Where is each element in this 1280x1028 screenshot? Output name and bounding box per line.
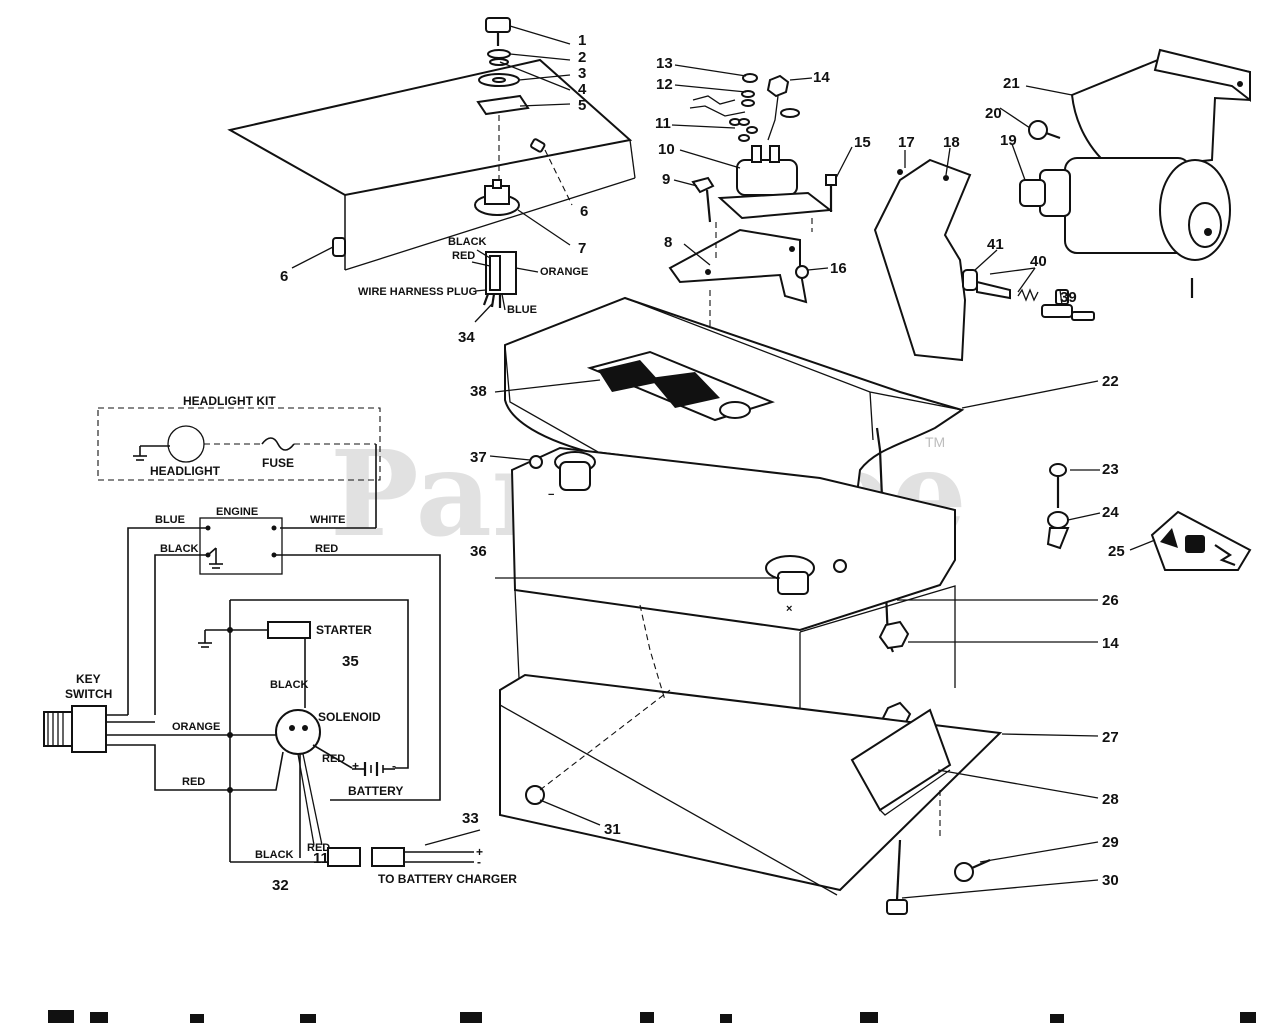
solenoid-label: SOLENOID [318,710,381,724]
fuse-icon [261,437,295,451]
callout-22: 22 [1102,373,1119,390]
callout-29: 29 [1102,834,1119,851]
callout-19: 19 [1000,132,1017,149]
callout-14-top: 14 [813,69,830,86]
cable-accessories [1046,463,1070,550]
watermark-tm: TM [925,434,945,450]
callout-numbers: 1 2 3 4 5 6 6 7 8 9 10 11 11 12 13 14 14… [272,32,1125,894]
wire-label-black-engine: BLACK [160,543,199,555]
callout-4: 4 [578,81,587,98]
callout-18: 18 [943,134,960,151]
callout-3: 3 [578,65,586,82]
starter-motor-assembly [873,48,1251,362]
wire-harness-plug: BLACK RED ORANGE BLUE WIRE HARNESS PLUG [358,236,588,316]
callout-23: 23 [1102,461,1119,478]
charger-plug-right [371,847,405,867]
callout-27: 27 [1102,729,1119,746]
cropped-caption-marks [48,1010,1256,1023]
warning-decal [1150,510,1252,571]
svg-text:×: × [786,603,792,615]
battery-label: BATTERY [348,784,403,798]
dash-panel-assembly [227,17,636,271]
key-icon [485,17,511,33]
plug-label-black: BLACK [448,236,487,248]
callout-11-top: 11 [655,115,671,132]
callout-8: 8 [664,234,672,251]
callout-5: 5 [578,97,586,114]
callout-20: 20 [985,105,1002,122]
starter-icon [267,621,311,639]
battery-minus: - [392,759,396,773]
battery-tray [499,604,1003,915]
wire-label-red-solenoid: RED [322,753,345,765]
fuse-label: FUSE [262,456,294,470]
callout-39: 39 [1060,289,1077,306]
starter-label: STARTER [316,623,372,637]
wire-label-white: WHITE [310,514,345,526]
solenoid-assembly [668,73,837,340]
svg-text:-: - [477,855,481,869]
callout-16: 16 [830,260,847,277]
plug-label-orange: ORANGE [540,266,588,278]
wire-label-red-engine: RED [315,543,338,555]
callout-26: 26 [1102,592,1119,609]
headlight-kit-label: HEADLIGHT KIT [183,394,276,408]
charger-plug-left [327,847,361,867]
key-switch-label-1: KEY [76,672,101,686]
callout-1: 1 [578,32,586,49]
battery-plus: + [352,759,359,773]
plug-label-red: RED [452,250,475,262]
headlight-kit-box [97,407,381,481]
callout-28: 28 [1102,791,1119,808]
wire-label-black-starter: BLACK [270,679,309,691]
callout-13: 13 [656,55,673,72]
callout-6-left: 6 [280,268,288,285]
headlight-icon [167,425,205,463]
callout-10: 10 [658,141,675,158]
callout-31: 31 [604,821,621,838]
callout-32: 32 [272,877,289,894]
callout-35: 35 [342,653,359,670]
wire-label-blue: BLUE [155,514,185,526]
plug-label-blue: BLUE [507,304,537,316]
wiring-schematic: HEADLIGHT KIT HEADLIGHT FUSE ENGINE BLUE… [43,394,517,886]
callout-14-bottom: 14 [1102,635,1119,652]
callout-12: 12 [656,76,673,93]
callout-24: 24 [1102,504,1119,521]
callout-30: 30 [1102,872,1119,889]
callout-25: 25 [1108,543,1125,560]
callout-34: 34 [458,329,475,346]
callout-9: 9 [662,171,670,188]
callout-40: 40 [1030,253,1047,270]
solenoid-icon [275,709,321,755]
wire-label-orange: ORANGE [172,721,220,733]
callout-38: 38 [470,383,487,400]
engine-box [199,517,283,575]
callout-2: 2 [578,49,586,66]
callout-36: 36 [470,543,487,560]
key-switch-icon [71,705,107,753]
callout-33: 33 [462,810,479,827]
wire-label-black-charger: BLACK [255,849,294,861]
to-battery-charger-label: TO BATTERY CHARGER [378,872,517,886]
svg-text:+: + [476,845,483,859]
wire-label-red-charger: RED [307,842,330,854]
callout-7: 7 [578,240,586,257]
plug-label-wire-harness: WIRE HARNESS PLUG [358,286,477,298]
callout-17: 17 [898,134,915,151]
key-switch-label-2: SWITCH [65,687,112,701]
wire-label-red-keyswitch: RED [182,776,205,788]
headlight-label: HEADLIGHT [150,464,221,478]
callout-41: 41 [987,236,1004,253]
svg-text:−: − [548,489,554,501]
engine-label: ENGINE [216,506,258,518]
leader-lines [291,25,1156,899]
battery-icon [363,762,384,776]
callout-21: 21 [1003,75,1020,92]
callout-37: 37 [470,449,487,466]
callout-6-right: 6 [580,203,588,220]
callout-15: 15 [854,134,871,151]
